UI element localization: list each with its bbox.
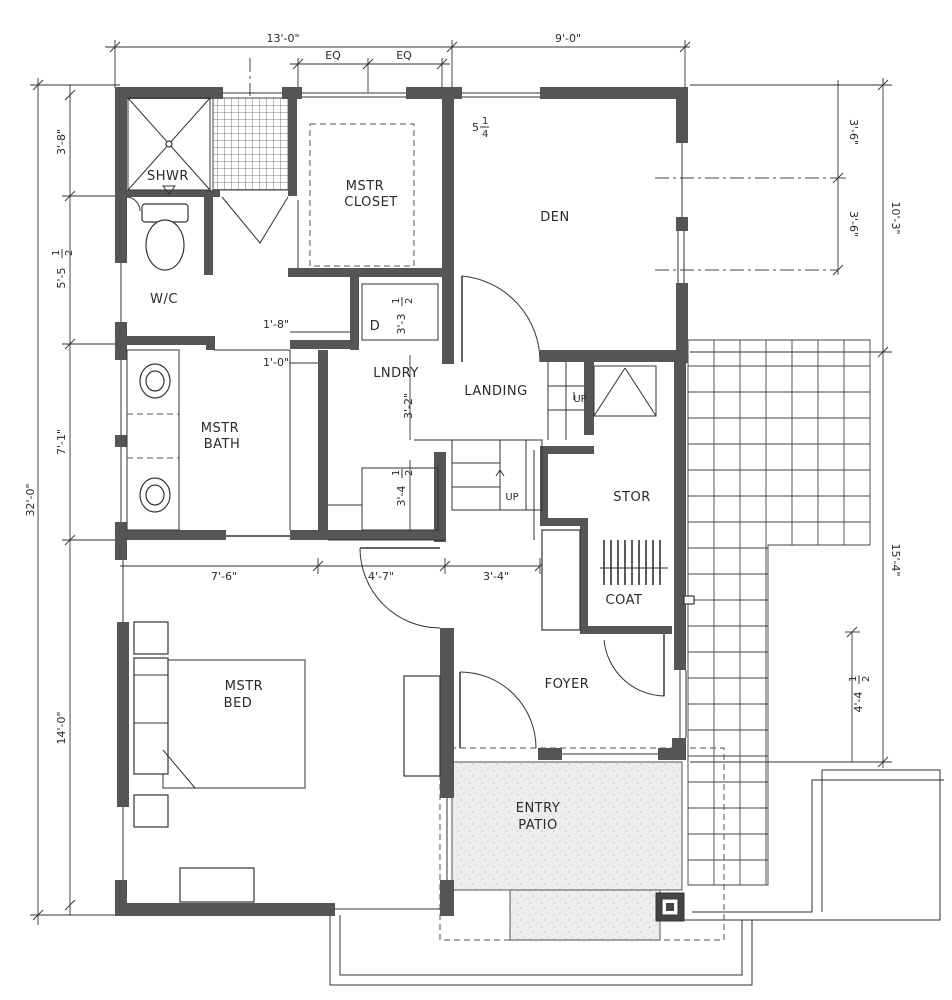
den-label: DEN [540, 210, 569, 225]
dim-left-bed: 14'-0" [55, 711, 68, 744]
laundry-label: LNDRY [373, 366, 419, 381]
dim-left-shower: 3'-8" [55, 129, 68, 155]
dim-laundry-mid: 3'-2" [402, 393, 415, 419]
foyer-label: FOYER [545, 677, 590, 692]
dim-top-left-width: 13'-0" [266, 32, 299, 45]
dim-den-offset-den: 4 [482, 129, 488, 140]
dim-closet-gap-b: 1'-0" [263, 356, 289, 369]
dimension-lines [30, 40, 892, 925]
dim-laundry-lower-whole: 3'-4 [395, 486, 408, 507]
front-step-outline [329, 915, 753, 986]
dim-right-foyer: 4'-4 1 2 [848, 675, 872, 713]
master-bed-label-line2: BED [224, 696, 253, 711]
walls [115, 87, 688, 916]
dim-laundry-upper: 3'-3 1 2 [391, 297, 415, 335]
shower-drain-marker [162, 185, 176, 195]
dim-left-bath: 7'-1" [55, 429, 68, 455]
dim-right-den-total: 10'-3" [889, 201, 902, 234]
master-closet-label-line1: MSTR [346, 179, 384, 194]
dim-laundry-upper-den: 2 [404, 298, 415, 304]
dim-den-offset-whole: 5 [472, 121, 479, 134]
master-closet-label-line2: CLOSET [344, 195, 398, 210]
dim-eq-left: EQ [325, 49, 341, 62]
dim-right-foyer-num: 1 [848, 676, 859, 682]
entry-step-slab [509, 889, 661, 941]
dim-right-foyer-whole: 4'-4 [852, 692, 865, 713]
wc-label: W/C [150, 292, 178, 307]
interior-lines [120, 92, 687, 910]
dim-bed-width: 7'-6" [211, 570, 237, 583]
coat-label: COAT [606, 593, 643, 608]
dim-eq-right: EQ [396, 49, 412, 62]
dim-left-wc-num: 1 [51, 250, 62, 256]
dim-closet-gap-a: 1'-8" [263, 318, 289, 331]
dim-right-den-a: 3'-6" [847, 119, 860, 145]
front-step-inner [339, 915, 743, 976]
side-wall-outline [682, 769, 941, 921]
dim-door-gap: 4'-7" [368, 570, 394, 583]
coat-rod [600, 540, 668, 585]
storage-label: STOR [613, 490, 650, 505]
dim-top-right-width: 9'-0" [555, 32, 581, 45]
patio-roof-outline [439, 747, 725, 941]
shower-tile-panel [212, 97, 292, 191]
dim-laundry-upper-num: 1 [391, 298, 402, 304]
dim-den-offset-num: 1 [482, 116, 488, 127]
dim-overall-height: 32'-0" [24, 483, 37, 516]
dim-right-lower: 15'-4" [889, 543, 902, 576]
dim-right-foyer-den: 2 [861, 676, 872, 682]
dim-left-wc-whole: 5'-5 [55, 268, 68, 289]
dim-left-wc-den: 2 [64, 250, 75, 256]
shower-label: SHWR [147, 169, 189, 184]
dim-den-offset: 5 1 4 [472, 116, 489, 140]
landing-label: LANDING [464, 384, 527, 399]
dim-laundry-lower-num: 1 [391, 470, 402, 476]
column-inner [666, 903, 674, 911]
stairs [451, 362, 584, 540]
master-bath-label-line2: BATH [204, 437, 241, 452]
dim-laundry-lower: 3'-4 1 2 [391, 469, 415, 507]
fixtures [127, 97, 695, 605]
dim-stair-width: 3'-4" [483, 570, 509, 583]
paver-grid [687, 339, 871, 886]
dim-laundry-lower-den: 2 [404, 470, 415, 476]
dim-left-wc: 5'-5 1 2 [51, 249, 75, 289]
entry-patio-label-line2: PATIO [518, 818, 557, 833]
master-bath-label-line1: MSTR [201, 421, 239, 436]
dim-right-den-b: 3'-6" [847, 211, 860, 237]
stair-up-label-upper: UP [573, 394, 586, 405]
entry-patio-label-line1: ENTRY [516, 801, 561, 816]
master-bed-label-line1: MSTR [225, 679, 263, 694]
dim-laundry-upper-whole: 3'-3 [395, 314, 408, 335]
entry-patio-slab [451, 761, 683, 891]
side-wall-inner [692, 779, 944, 913]
doors [125, 196, 665, 749]
dryer-label: D [370, 319, 381, 334]
stair-up-label-lower: UP [505, 492, 518, 503]
